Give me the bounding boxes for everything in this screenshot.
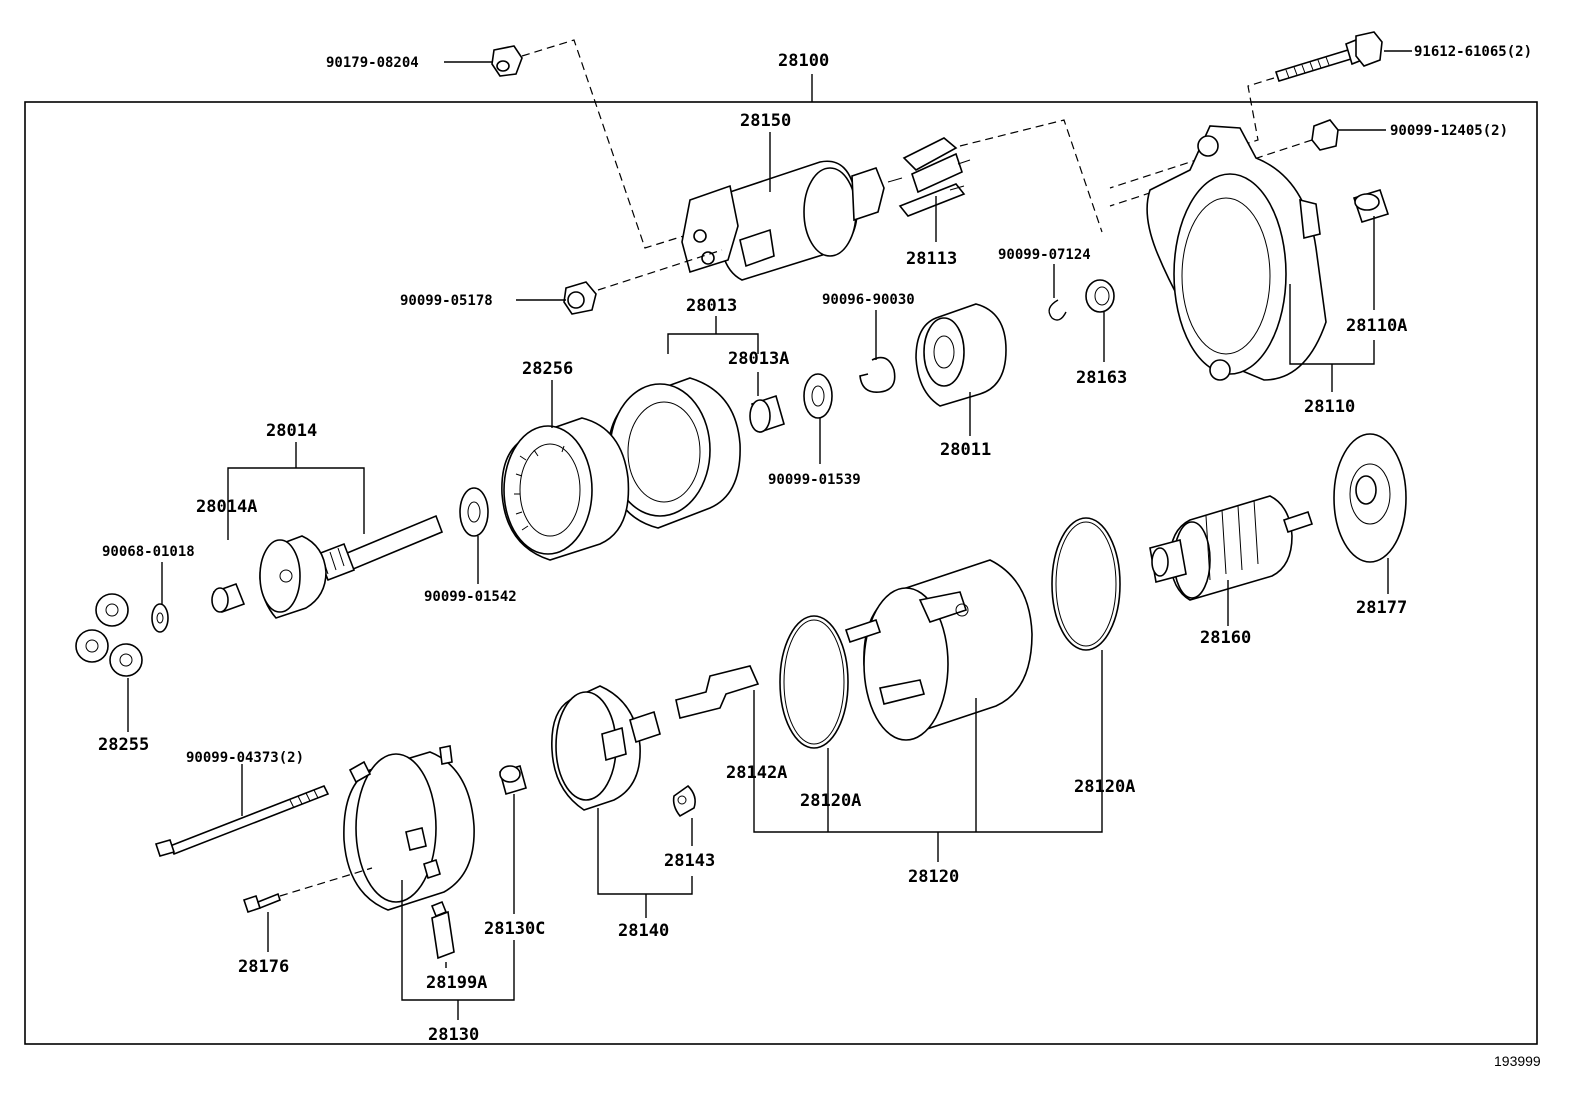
label-28130C: 28130C: [484, 919, 545, 939]
label-91612-61065: 91612-61065(2): [1414, 44, 1532, 60]
o-ring-28120A-right-part: [1051, 517, 1121, 651]
label-28120A-right: 28120A: [1074, 777, 1135, 797]
label-90068-01018: 90068-01018: [102, 544, 195, 560]
label-28130: 28130: [428, 1025, 479, 1045]
washer-90099-01539-part: [803, 373, 833, 419]
brush-plate-28142A-part: [675, 665, 760, 719]
front-housing-28110-part: [1146, 125, 1327, 381]
brush-holder-28140-part: [551, 685, 661, 811]
retaining-ring-90096-90030-part: [859, 356, 896, 393]
bushing-28130C-part: [499, 764, 527, 796]
pinion-shaft-28014-part: [259, 514, 444, 619]
solenoid-28150-part: [681, 160, 885, 281]
nut-90099-12405-part: [1311, 119, 1339, 151]
snap-ring-90099-07124-part: [1048, 299, 1067, 321]
label-28150: 28150: [740, 111, 791, 131]
nut-90179-08204-part: [491, 45, 523, 77]
label-28110A: 28110A: [1346, 316, 1407, 336]
label-90099-07124: 90099-07124: [998, 247, 1091, 263]
label-90179-08204: 90179-08204: [326, 55, 419, 71]
label-28110: 28110: [1304, 397, 1355, 417]
spring-28143-part: [672, 784, 696, 818]
label-28013A: 28013A: [728, 349, 789, 369]
label-28256: 28256: [522, 359, 573, 379]
label-28160: 28160: [1200, 628, 1251, 648]
label-28100: 28100: [778, 51, 829, 71]
clutch-28011-part: [915, 303, 1007, 407]
label-28113: 28113: [906, 249, 957, 269]
cover-28177-part: [1333, 433, 1407, 563]
label-28011: 28011: [940, 440, 991, 460]
label-90099-12405: 90099-12405(2): [1390, 123, 1508, 139]
contact-plate-28113-part: [887, 137, 971, 217]
label-28142A: 28142A: [726, 763, 787, 783]
label-28014: 28014: [266, 421, 317, 441]
label-28120A-left: 28120A: [800, 791, 861, 811]
collar-28163-part: [1085, 279, 1115, 313]
label-28199A: 28199A: [426, 973, 487, 993]
washer-90068-01018-part: [151, 603, 169, 633]
label-90099-01539: 90099-01539: [768, 472, 861, 488]
label-28255: 28255: [98, 735, 149, 755]
label-28120: 28120: [908, 867, 959, 887]
label-90096-90030: 90096-90030: [822, 292, 915, 308]
bushing-28014A-part: [211, 582, 246, 614]
yoke-28120-part: [844, 559, 1033, 741]
bushing-28013A-part: [749, 394, 785, 434]
end-frame-28130-part: [343, 745, 475, 911]
o-ring-28120A-left-part: [779, 615, 849, 749]
label-90099-01542: 90099-01542: [424, 589, 517, 605]
nut-90099-05178-part: [563, 281, 597, 315]
label-28176: 28176: [238, 957, 289, 977]
assembly-frame: [24, 101, 1538, 1045]
ring-gear-28256-part: [501, 417, 630, 561]
label-28014A: 28014A: [196, 497, 257, 517]
label-28140: 28140: [618, 921, 669, 941]
label-28163: 28163: [1076, 368, 1127, 388]
bushing-28110A-part: [1352, 189, 1390, 223]
label-90099-04373: 90099-04373(2): [186, 750, 304, 766]
washer-90099-01542-part: [459, 487, 489, 537]
label-90099-05178: 90099-05178: [400, 293, 493, 309]
bolt-91612-61065-part: [1274, 31, 1383, 82]
through-bolt-90099-04373-part: [154, 784, 330, 857]
diagram-reference-number: 193999: [1494, 1053, 1541, 1069]
plug-28199A-part: [430, 900, 455, 960]
label-28177: 28177: [1356, 598, 1407, 618]
label-28013: 28013: [686, 296, 737, 316]
label-28143: 28143: [664, 851, 715, 871]
planetary-gears-28255-part: [75, 593, 143, 677]
armature-28160-part: [1149, 495, 1314, 601]
screw-28176-part: [242, 892, 281, 914]
